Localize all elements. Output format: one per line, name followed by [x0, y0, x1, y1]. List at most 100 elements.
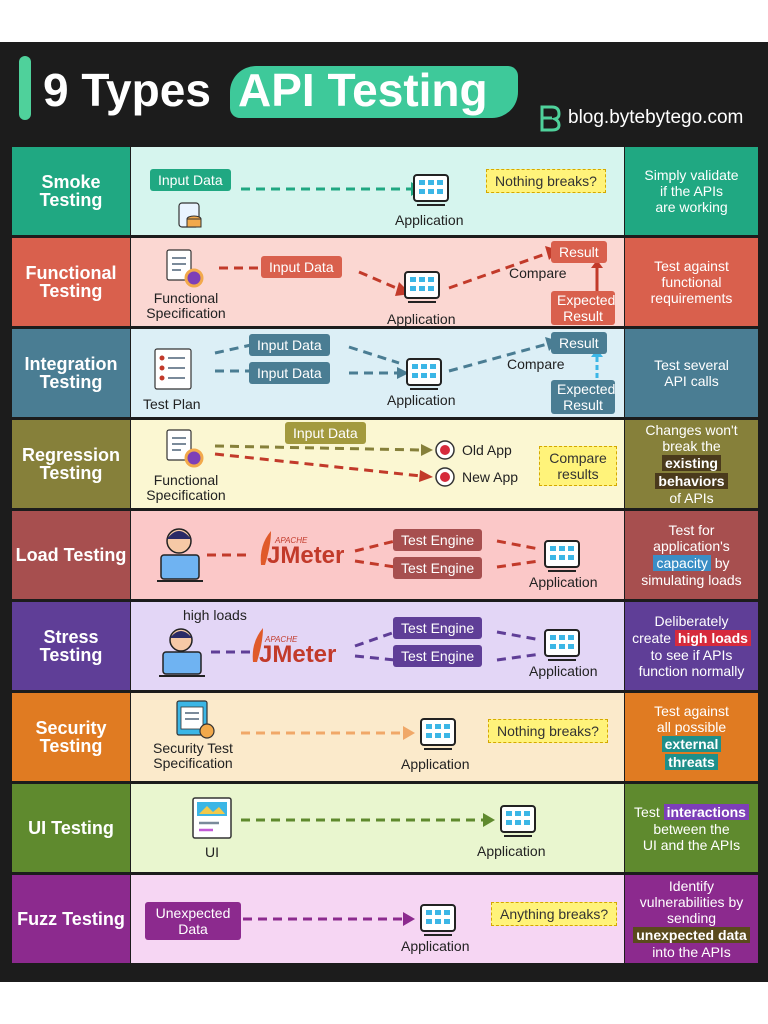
description-highlight: unexpected data: [633, 927, 750, 943]
description-line: are working: [655, 199, 728, 215]
description-line: break the: [662, 438, 721, 454]
apache-label: APACHE: [265, 635, 298, 644]
input-data-tag: Input Data: [261, 256, 342, 278]
category-fuzz-testing: Fuzz Testing: [12, 875, 130, 963]
application-label: Application: [529, 663, 598, 679]
application-icon: [413, 174, 449, 206]
category-name: Stress Testing: [39, 627, 103, 665]
description-line: Test against: [654, 703, 729, 719]
expected-result-tag: Expected Result: [551, 291, 615, 325]
title-highlight-background: [230, 66, 518, 118]
test-plan-label: Test Plan: [143, 396, 201, 412]
input-data-tag-1: Input Data: [249, 334, 330, 356]
category-name: Regression Testing: [21, 445, 121, 483]
description-word: by: [714, 555, 730, 571]
test-plan-icon: [154, 348, 192, 390]
application-icon: [500, 805, 536, 837]
application-icon: [544, 629, 580, 661]
category-functional-testing: Functional Testing: [12, 238, 130, 326]
category-name: Load Testing: [15, 545, 127, 565]
description-highlight: high loads: [674, 630, 751, 646]
old-app-label: Old App: [462, 442, 512, 458]
security-arrows: [176, 700, 456, 750]
description-highlight: capacity: [653, 555, 711, 571]
description-ui: Test interactions between the UI and the…: [625, 784, 758, 872]
description-line: vulnerabilities by: [639, 894, 744, 910]
category-name: Functional Testing: [25, 263, 117, 301]
test-engine-tag-1: Test Engine: [393, 529, 483, 551]
test-engine-tag-2: Test Engine: [393, 645, 483, 667]
ui-label: UI: [205, 844, 219, 860]
category-load-testing: Load Testing: [12, 511, 130, 599]
security-test-specification-label: Security Test Specification: [153, 740, 233, 771]
compare-results-note: Compare results: [539, 446, 617, 486]
brand: blog.bytebytego.com: [538, 104, 743, 132]
application-icon: [544, 540, 580, 572]
description-line: application's: [653, 538, 730, 554]
input-data-tag: Input Data: [150, 169, 231, 191]
functional-specification-label: Functional Specification: [146, 472, 226, 503]
row-smoke-testing: Smoke Testing Input Data Applicat: [12, 147, 758, 235]
diagram-stress: high loads APACHE JMeter Test Engine Tes…: [131, 602, 624, 690]
description-line: of APIs: [669, 490, 714, 506]
description-line: Changes won't: [645, 422, 738, 438]
description-line: into the APIs: [652, 944, 731, 960]
fuzz-arrows: [243, 904, 456, 936]
apache-label: APACHE: [275, 536, 308, 545]
application-label: Application: [401, 756, 470, 772]
new-app-label: New App: [462, 469, 519, 485]
row-functional-testing: Functional Testing: [12, 238, 758, 327]
security-specification-icon: [176, 700, 215, 739]
row-fuzz-testing: Fuzz Testing Unexpected Data Application…: [12, 875, 758, 963]
description-line: Deliberately: [654, 613, 729, 629]
smoke-arrows: [178, 174, 449, 228]
application-label: Application: [395, 212, 464, 228]
description-line: between the: [653, 821, 730, 837]
diagram-integration: Test Plan Input Data Input Data Applicat…: [131, 329, 624, 417]
expected-result-tag: Expected Result: [551, 380, 615, 414]
description-line: if the APIs: [659, 183, 724, 199]
description-line: Test several: [654, 357, 729, 373]
description-line: requirements: [650, 290, 733, 306]
jmeter-logo-text: JMeter: [259, 641, 337, 668]
regression-arrows: [166, 429, 455, 487]
application-label: Application: [529, 574, 598, 590]
row-stress-testing: Stress Testing: [12, 602, 758, 690]
category-ui-testing: UI Testing: [12, 784, 130, 872]
diagram-load: APACHE JMeter Test Engine Test Engine Ap…: [131, 511, 624, 599]
input-data-tag: Input Data: [285, 422, 366, 444]
functional-specification-label: Functional Specification: [146, 290, 226, 321]
compare-label: Compare: [509, 265, 567, 281]
new-app-icon: [435, 467, 455, 487]
anything-breaks-note: Anything breaks?: [491, 902, 618, 926]
result-tag: Result: [551, 241, 607, 263]
application-label: Application: [401, 938, 470, 954]
description-integration: Test several API calls: [625, 329, 758, 417]
brand-url: blog.bytebytego.com: [568, 107, 744, 128]
unexpected-data-tag: Unexpected Data: [145, 902, 241, 940]
description-load: Test for application's capacity by simul…: [625, 511, 758, 599]
test-engine-tag-1: Test Engine: [393, 617, 483, 639]
high-loads-label: high loads: [183, 607, 247, 623]
category-integration-testing: Integration Testing: [12, 329, 130, 417]
description-word: Test: [634, 804, 660, 820]
description-line: Test against: [654, 258, 729, 274]
description-highlight: behaviors: [655, 473, 728, 489]
user-laptop-icon: [157, 528, 203, 582]
diagram-regression: Functional Specification Input Data Old …: [131, 420, 624, 508]
ui-window-icon: [192, 797, 232, 839]
bytebytego-logo-icon: [540, 105, 561, 132]
description-functional: Test against functional requirements: [625, 238, 758, 326]
title-accent-bar: [19, 56, 31, 120]
feather-icon: [260, 531, 271, 565]
row-load-testing: Load Testing: [12, 511, 758, 599]
description-line: all possible: [656, 719, 727, 735]
jmeter-logo-text: JMeter: [267, 542, 345, 569]
category-security-testing: Security Testing: [12, 693, 130, 781]
user-laptop-icon: [159, 628, 205, 677]
ui-arrows: [192, 797, 536, 839]
application-icon: [406, 358, 442, 390]
result-tag: Result: [551, 332, 607, 354]
description-highlight: threats: [665, 754, 718, 770]
description-line: Simply validate: [644, 167, 739, 183]
